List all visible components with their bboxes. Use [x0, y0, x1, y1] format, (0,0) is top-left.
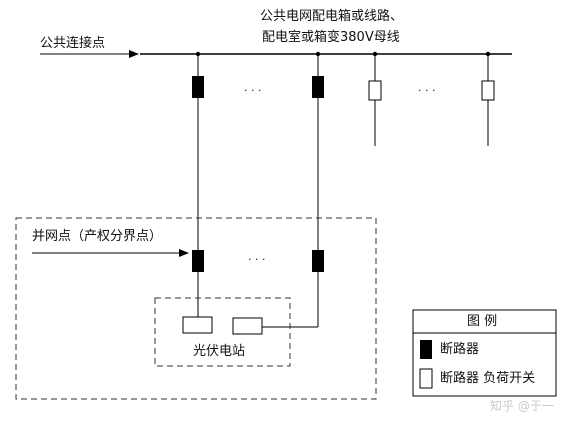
watermark: 知乎 @于一 [490, 399, 554, 413]
legend-box [412, 309, 557, 397]
pv-station-label: 光伏电站 [193, 344, 246, 359]
grid-connection-point-label: 并网点（产权分界点） [32, 229, 163, 244]
pv-unit-right [232, 317, 263, 335]
property-boundary-box [15, 217, 377, 400]
breaker-filled-lower-2 [312, 250, 324, 272]
common-connection-point-label: 公共连接点 [40, 36, 106, 51]
legend-title: 图 例 [467, 314, 498, 329]
load-switch-upper-2 [481, 80, 495, 101]
pv-station-box [154, 297, 291, 367]
breaker-filled-lower-1 [192, 250, 204, 272]
pv-unit-left [182, 316, 213, 334]
breaker-filled-upper-2 [312, 76, 324, 98]
breaker-filled-upper-1 [192, 76, 204, 98]
legend-filled-breaker-swatch [420, 340, 432, 359]
legend-filled-breaker-label: 断路器 [440, 342, 480, 357]
diagram-title-line-1: 公共电网配电箱或线路、 [260, 9, 404, 24]
diagram-title-line-2: 配电室或箱变380V母线 [262, 30, 400, 45]
legend-empty-breaker-label: 断路器 负荷开关 [440, 371, 536, 386]
ellipsis-lower: · · · [248, 253, 266, 266]
ellipsis-upper-1: · · · [244, 84, 262, 97]
load-switch-upper-1 [368, 80, 382, 101]
ellipsis-upper-2: · · · [418, 84, 436, 97]
legend-empty-breaker-swatch [419, 368, 433, 389]
